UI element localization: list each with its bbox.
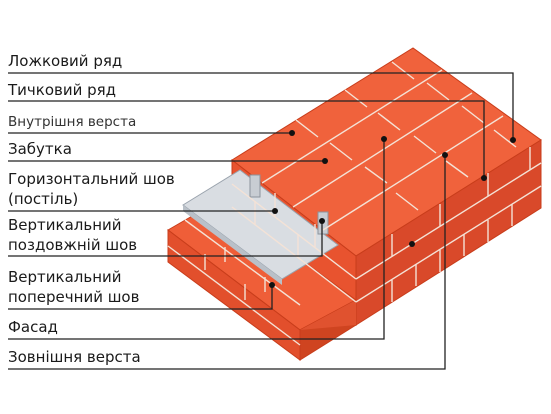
label-vnutrishnia: Внутрішня верста [8,114,136,130]
labels: Ложковий ряд Тичковий ряд Внутрішня верс… [7,52,175,366]
horizontal-joint-slab [182,169,339,280]
slab-edge [183,205,282,285]
leader-lines [8,72,516,370]
leader-dot [322,158,328,164]
leader-dot [269,282,275,288]
leader-dot [409,241,415,247]
metal-tie [249,174,261,198]
leader-vert-pop [8,285,273,310]
label-vert-pozd-line2: поздовжній шов [8,236,137,254]
label-horyz-line1: Горизонтальний шов [8,170,175,188]
leader-dot [319,218,325,224]
label-vert-pozd-line1: Вертикальний [8,216,122,234]
leader-dot [272,208,278,214]
label-vert-pop-line1: Вертикальний [8,268,122,286]
leader-tychkovyi [8,100,485,178]
front-face-mortar-joints [167,183,357,346]
leader-dot [381,136,387,142]
label-vert-pop-line2: поперечний шов [8,288,139,306]
leader-dot [510,137,516,143]
leader-zovnishnia [8,155,446,370]
leader-fasad [8,139,385,340]
label-lozhkovyi: Ложковий ряд [8,52,122,70]
leader-dot [442,152,448,158]
brick-wall [167,47,542,361]
top-mortar-joints [261,61,517,231]
label-zabutka: Забутка [8,140,72,158]
leader-dot [481,175,487,181]
leader-dot [289,130,295,136]
leader-vert-pozd [8,221,323,257]
label-horyz-line2: (постіль) [8,190,78,208]
label-fasad: Фасад [8,318,58,336]
label-tychkovyi: Тичковий ряд [7,81,116,99]
right-face-mortar-joints [355,147,542,303]
leader-lozhkovyi [8,72,514,140]
wall-base-front [300,300,356,330]
label-zovnishnia: Зовнішня верста [8,348,141,366]
